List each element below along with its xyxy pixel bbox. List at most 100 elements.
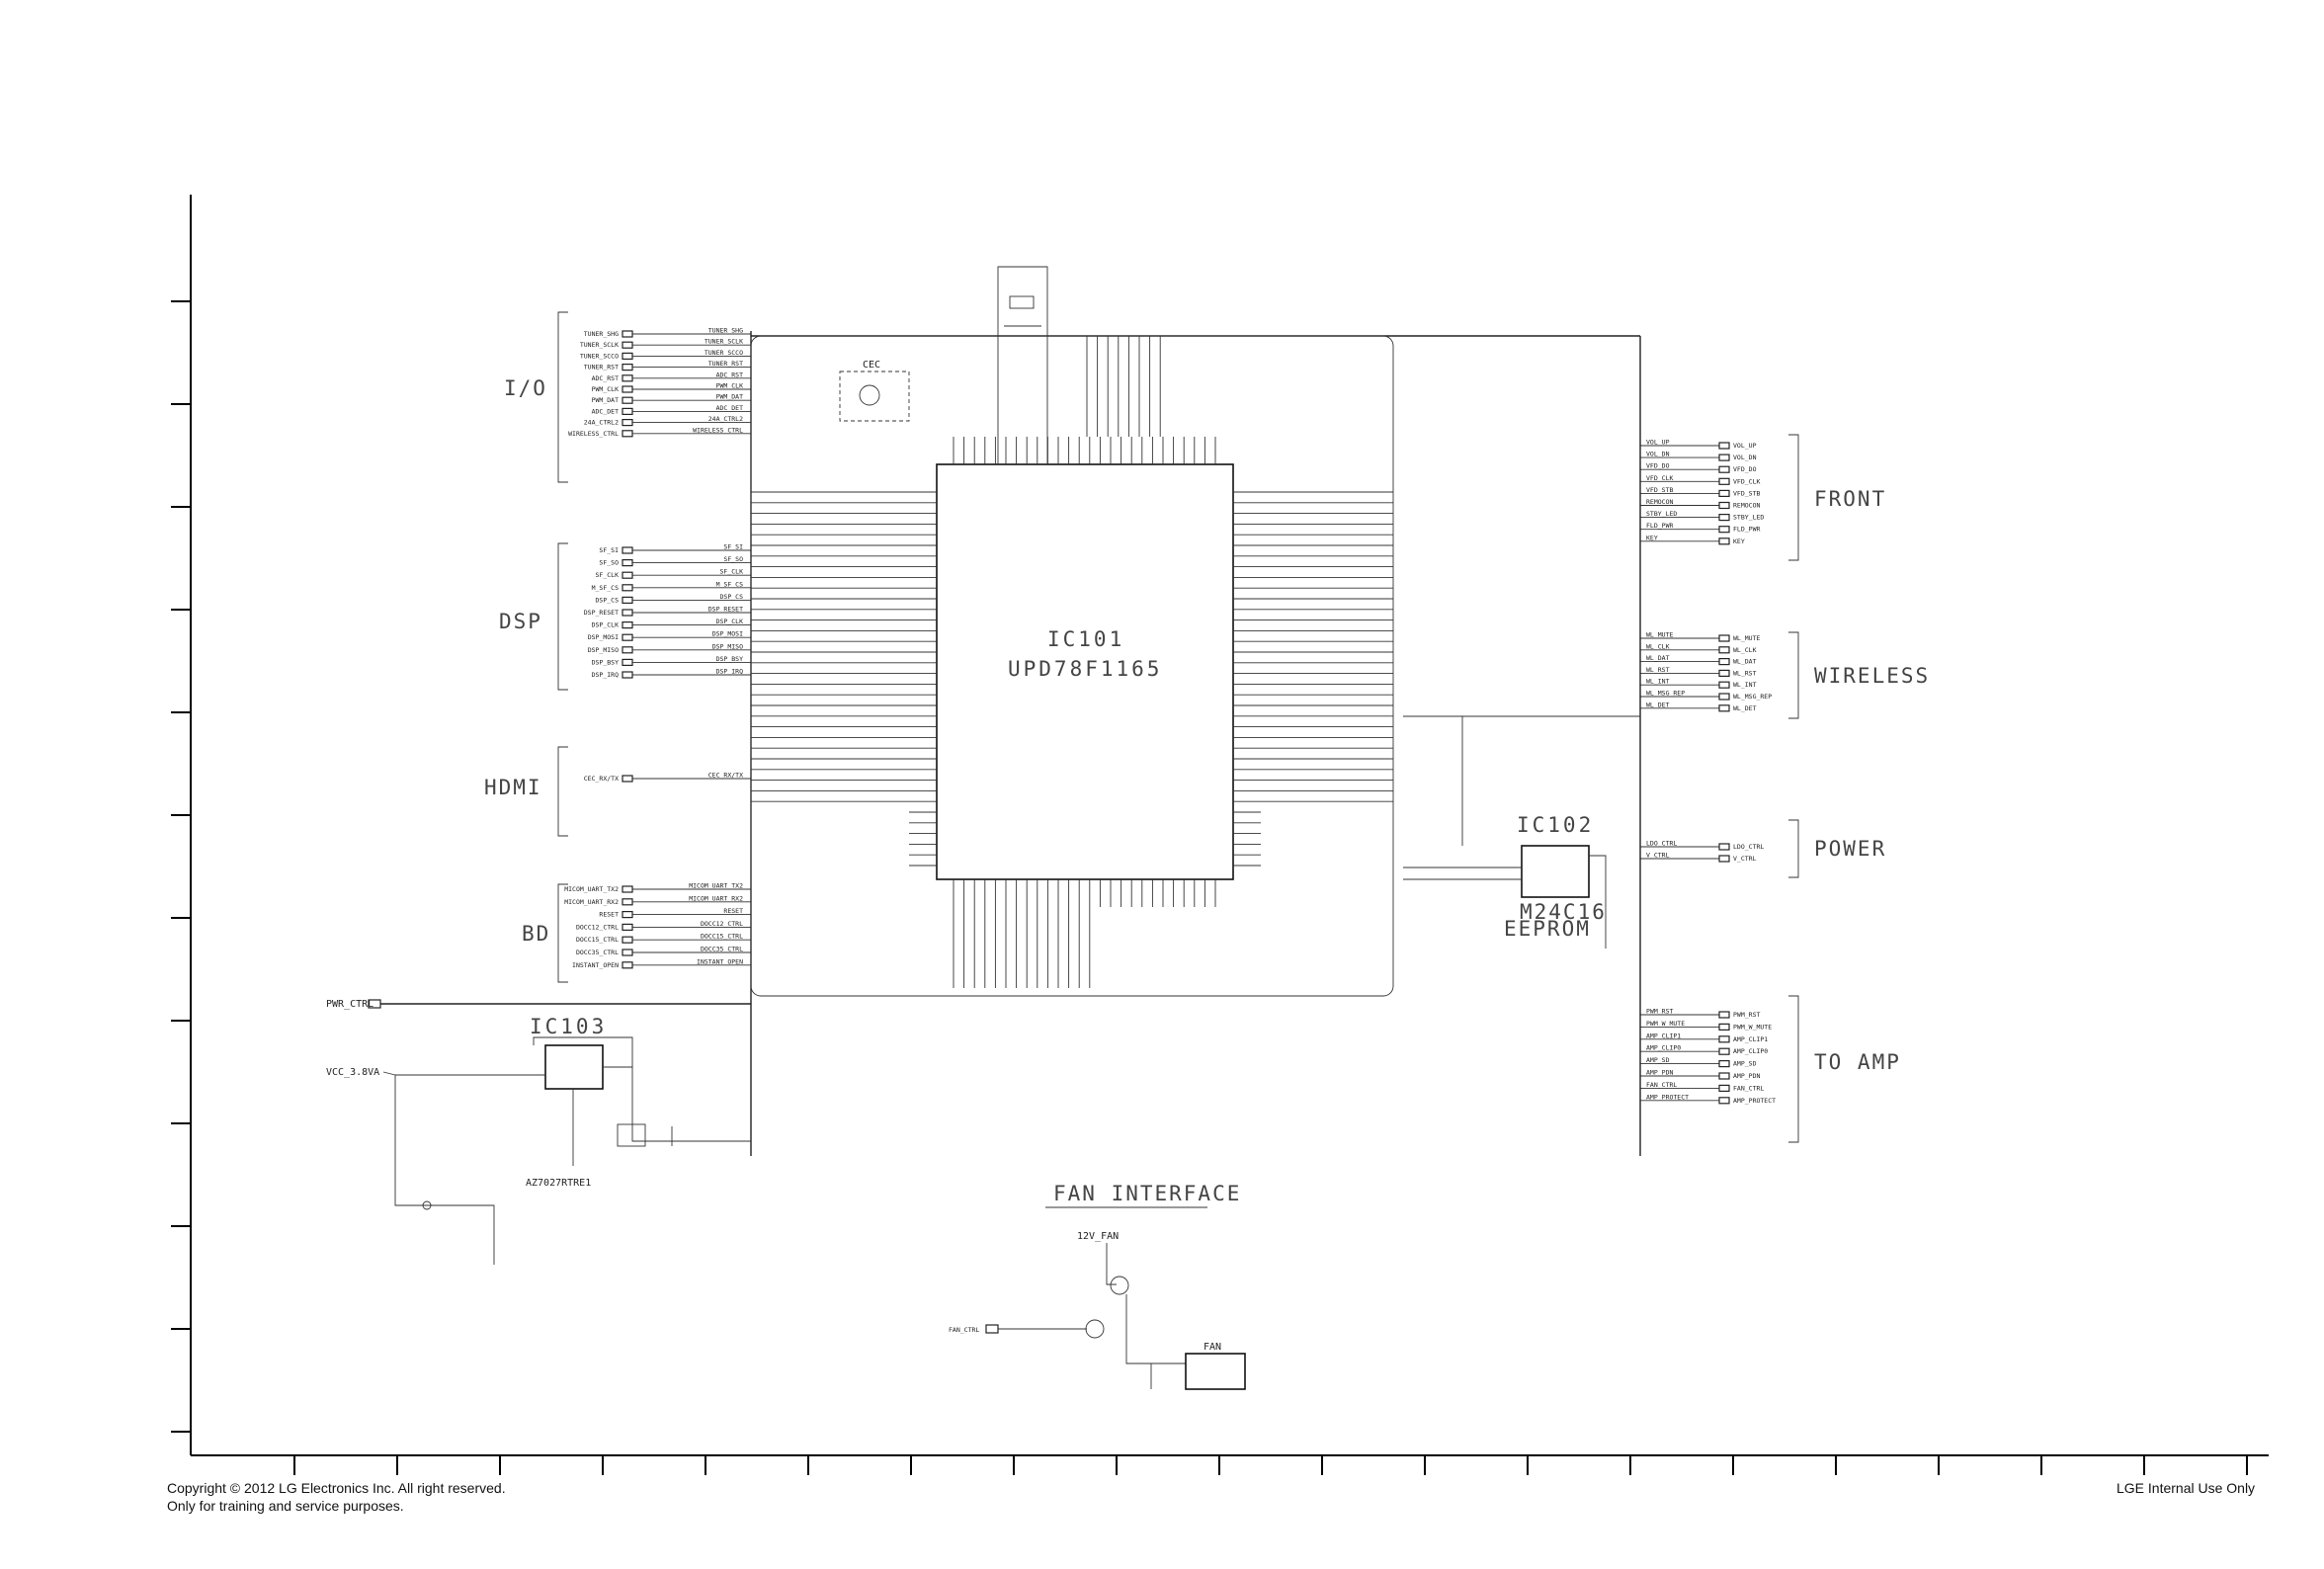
signal-connector <box>622 775 633 783</box>
signal-connector <box>622 910 633 919</box>
signal-net-label: DOCC35_CTRL <box>701 946 743 953</box>
footer-internal: LGE Internal Use Only <box>2116 1480 2255 1496</box>
signal-connector <box>1718 843 1730 851</box>
signal-label: MICOM_UART_RX2 <box>564 898 619 906</box>
signal-connector <box>1718 657 1730 666</box>
frame-ticks-left <box>171 300 191 1433</box>
signal-connector <box>1718 501 1730 510</box>
signal-label: SF_SI <box>599 546 619 554</box>
signal-label: DSP_CLK <box>592 621 619 629</box>
signal-label: PWM_CLK <box>592 385 619 393</box>
signal-net-label: PWM_DAT <box>716 393 743 401</box>
group-label-hdmi: HDMI <box>484 776 542 799</box>
signal-label: M_SF_CS <box>592 584 619 592</box>
signal-connector <box>622 341 633 349</box>
signal-label: REMOCON <box>1733 502 1760 510</box>
ic103-ref: IC103 <box>530 1015 607 1038</box>
signal-net-label: TUNER_SCCO <box>705 349 743 357</box>
vcc-38-label: VCC_3.8VA <box>326 1067 379 1078</box>
signal-net-label: VOL_DN <box>1646 451 1670 458</box>
signal-net-label: DSP_BSY <box>716 655 743 663</box>
signal-connector <box>1718 526 1730 534</box>
signal-net-label: LDO_CTRL <box>1646 840 1677 848</box>
signal-net-label: FAN_CTRL <box>1646 1081 1677 1089</box>
signal-net-label: MICOM_UART_RX2 <box>689 894 743 902</box>
signal-connector <box>1718 477 1730 485</box>
signal-connector <box>622 609 633 617</box>
signal-connector <box>1718 442 1730 450</box>
signal-net-label: M_SF_CS <box>716 580 743 588</box>
ic102-ref: IC102 <box>1517 813 1594 837</box>
signal-label: TUNER_SCCO <box>580 352 619 360</box>
signal-net-label: SF_SO <box>723 555 743 563</box>
signal-connector <box>622 923 633 932</box>
fan-connector-label: FAN <box>1204 1342 1221 1353</box>
signal-label: AMP_CLIP0 <box>1733 1047 1768 1055</box>
signal-net-label: VFD_CLK <box>1646 474 1673 482</box>
crystal-circuit <box>997 266 1048 464</box>
signal-net-label: STBY_LED <box>1646 510 1677 518</box>
pwr-ctrl-label: PWR_CTRL <box>326 999 374 1010</box>
signal-label: STBY_LED <box>1733 514 1764 522</box>
fan-ctrl-label: FAN_CTRL <box>949 1326 979 1334</box>
signal-net-label: DSP_CS <box>720 593 744 601</box>
signal-label: AMP_PROTECT <box>1733 1097 1776 1105</box>
signal-net-label: WL_DAT <box>1646 654 1670 662</box>
signal-net-label: VFD_DO <box>1646 462 1670 470</box>
power-control-lines: PWR_CTRL VCC_3.8VA <box>326 999 751 1265</box>
left-brackets: I/O DSP HDMI BD <box>484 311 568 983</box>
fan-interface-title: FAN INTERFACE <box>1053 1182 1241 1205</box>
signal-net-label: PWM_CLK <box>716 382 743 390</box>
signal-net-label: MICOM_UART_TX2 <box>689 882 743 890</box>
signal-label: TUNER_RST <box>584 364 619 372</box>
signal-label: VOL_UP <box>1733 442 1757 450</box>
signal-net-label: DOCC12_CTRL <box>701 920 743 928</box>
signal-connector <box>622 961 633 969</box>
signal-label: PWM_W_MUTE <box>1733 1023 1772 1031</box>
signal-connector <box>622 620 633 629</box>
signal-label: 24A_CTRL2 <box>584 419 619 427</box>
signal-label: ADC_RST <box>592 374 619 382</box>
signal-net-label: SF_SI <box>723 543 743 551</box>
signal-connector <box>622 558 633 567</box>
signal-label: DOCC12_CTRL <box>576 923 619 931</box>
signal-connector <box>1718 693 1730 701</box>
cec-block: CEC <box>839 360 910 422</box>
signal-connector <box>1718 1084 1730 1093</box>
signal-label: KEY <box>1733 537 1745 545</box>
group-label-bd: BD <box>522 922 550 946</box>
signal-connector <box>622 885 633 893</box>
signal-connector <box>1718 1059 1730 1068</box>
signal-label: ADC_DET <box>592 407 619 415</box>
signal-net-label: AMP_CLIP0 <box>1646 1044 1681 1052</box>
signal-label: DSP_RESET <box>584 609 619 617</box>
group-label-to-amp: TO AMP <box>1814 1050 1901 1074</box>
signal-net-label: PWM_RST <box>1646 1008 1673 1016</box>
signal-connector <box>1718 669 1730 678</box>
signal-net-label: INSTANT_OPEN <box>697 957 743 965</box>
footer-purpose: Only for training and service purposes. <box>167 1498 404 1514</box>
signal-label: DSP_MISO <box>588 646 619 654</box>
signal-connector <box>1718 1035 1730 1043</box>
ic103-block: IC103 AZ7027RTRE1 <box>394 1015 751 1206</box>
cec-label: CEC <box>863 360 880 371</box>
signal-net-label: WL_CLK <box>1646 642 1670 650</box>
signal-net-label: ADC_RST <box>716 371 743 378</box>
footer-copyright: Copyright © 2012 LG Electronics Inc. All… <box>167 1480 506 1496</box>
signal-net-label: ADC_DET <box>716 404 743 412</box>
signal-connector <box>622 330 633 338</box>
signal-label: VFD_CLK <box>1733 477 1760 485</box>
signal-net-label: AMP_PDN <box>1646 1069 1673 1077</box>
fan-connector <box>1185 1353 1246 1390</box>
signal-net-label: WIRELESS_CTRL <box>693 426 743 434</box>
signal-net-label: WL_RST <box>1646 666 1670 674</box>
signal-connector <box>1718 855 1730 863</box>
signal-net-label: DSP_MISO <box>712 642 743 650</box>
signal-net-label: VOL_UP <box>1646 439 1670 447</box>
signal-label: DSP_MOSI <box>588 633 619 641</box>
signal-connector <box>622 671 633 679</box>
signal-net-label: REMOCON <box>1646 498 1673 506</box>
